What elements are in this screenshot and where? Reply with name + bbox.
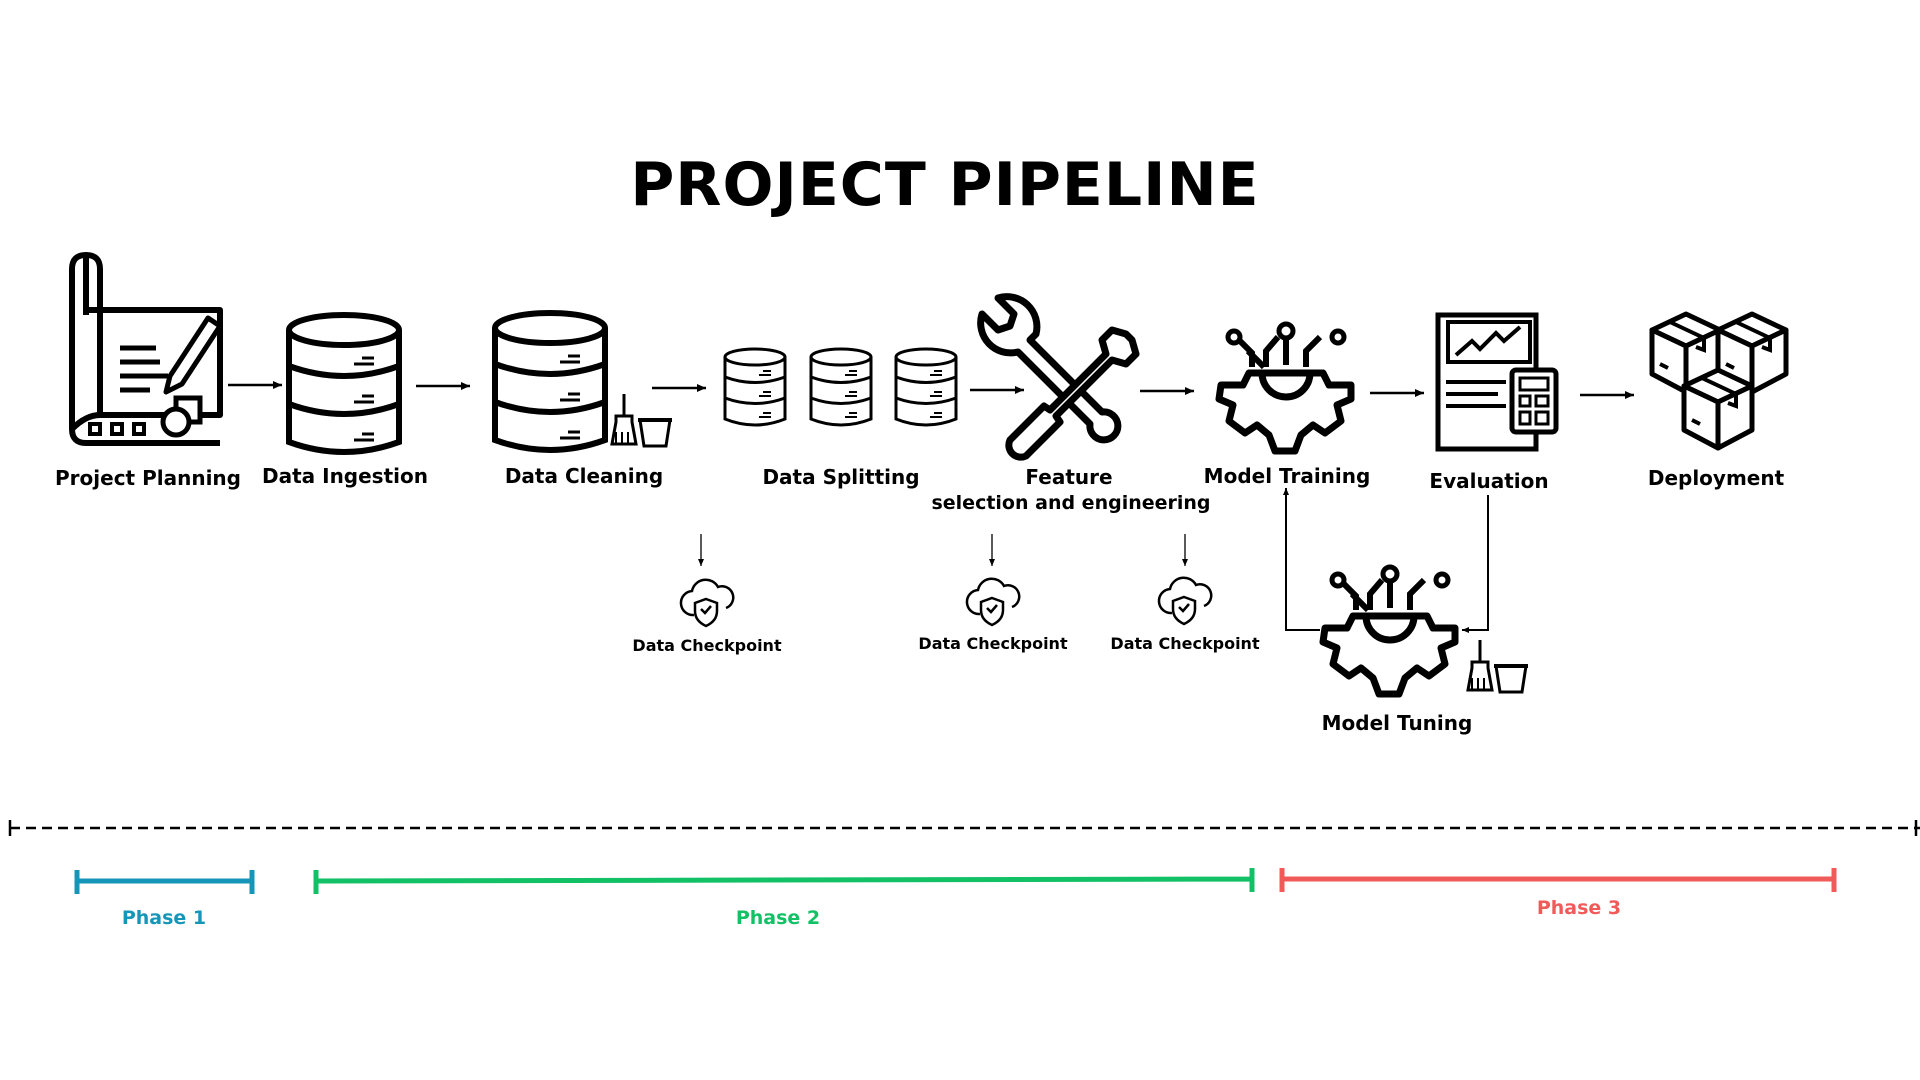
checkpoint-label: Data Checkpoint [918,634,1068,653]
gear-circuit-cleaning-icon [1323,567,1530,694]
tuning-label: Model Tuning [1321,711,1473,735]
checkpoint-label: Data Checkpoint [632,636,782,655]
step-label-model-training: Model Training [1203,464,1371,488]
timeline [8,820,1920,836]
tools-icon [977,293,1140,461]
phase-1-label: Phase 1 [121,907,207,929]
step-label-project-planning: Project Planning [55,466,241,490]
step-label-data-ingestion: Data Ingestion [262,464,428,488]
checkpoint-arrows [698,534,1188,566]
page-title: PROJECT PIPELINE [630,150,1260,220]
step-label-deployment: Deployment [1647,466,1785,490]
phase-2-label: Phase 2 [735,907,821,929]
flow-arrows [228,381,1634,399]
tuning-loop-arrows [1283,488,1489,633]
phase-3-label: Phase 3 [1536,897,1622,919]
database-icon [289,315,399,452]
report-calculator-icon [1435,312,1559,452]
step-sublabel-feature: selection and engineering [931,492,1211,514]
step-label-data-cleaning: Data Cleaning [504,464,664,488]
phase-3-bar [1279,868,1837,892]
cloud-shield-icon [965,577,1021,627]
phase-2-bar [313,868,1255,894]
database-cleaning-icon [495,313,674,450]
step-label-feature: Feature [1025,465,1113,489]
checkpoint-label: Data Checkpoint [1110,634,1260,653]
gear-circuit-icon [1219,324,1351,451]
boxes-icon [1652,314,1786,448]
split-databases-icon [723,347,958,427]
step-label-evaluation: Evaluation [1429,469,1549,493]
cloud-shield-icon [679,578,735,628]
cloud-shield-icon [1157,576,1213,626]
arrow-evaluation-tuning [1462,495,1489,633]
blueprint-icon [69,252,223,446]
phase-1-bar [74,870,255,894]
arrow-tuning-training [1283,488,1320,631]
step-label-data-splitting: Data Splitting [762,465,920,489]
